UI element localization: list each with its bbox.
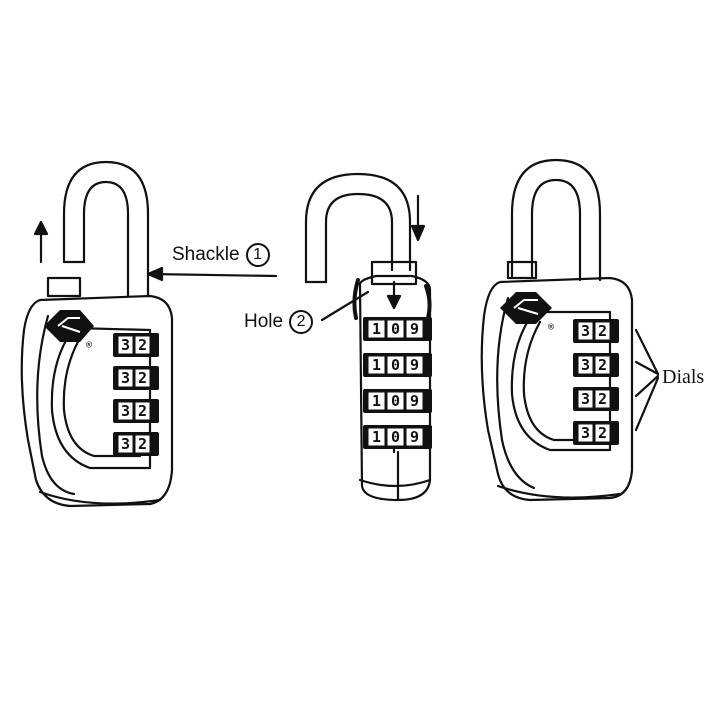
dial-digit: 2	[138, 369, 147, 387]
dial-digit: 9	[410, 356, 419, 374]
down-arrow-icon	[410, 194, 426, 242]
middle-lock	[304, 172, 432, 502]
dial-window	[594, 389, 611, 409]
hole-number-badge: 2	[289, 310, 314, 334]
dial-window	[117, 434, 134, 454]
right-lock-shackle	[510, 158, 602, 282]
dial-digit: 3	[121, 402, 130, 420]
registered-mark: ®	[548, 322, 555, 333]
dial-window	[117, 335, 134, 355]
dials-label: Dials	[662, 366, 705, 388]
dial-window	[577, 321, 594, 341]
dial-window	[405, 391, 424, 411]
right-lock-body	[480, 276, 634, 502]
dial-digit: 2	[598, 424, 607, 442]
dial-digit: 1	[372, 392, 381, 410]
dial-digit: 2	[138, 402, 147, 420]
shackle-number-badge: 1	[245, 243, 270, 267]
shackle-pointer-arrow	[146, 266, 278, 282]
dial-window	[577, 355, 594, 375]
dial-window	[134, 401, 151, 421]
dial-digit: 2	[138, 336, 147, 354]
middle-lock-body	[358, 274, 432, 502]
hole-pointer	[320, 290, 370, 322]
dial-digit: 1	[372, 320, 381, 338]
dial-window	[386, 391, 405, 411]
dial-digit: 3	[581, 390, 590, 408]
dial-window	[134, 368, 151, 388]
left-lock-shackle	[62, 160, 150, 298]
brand-logo-icon	[44, 310, 94, 342]
dial-window	[367, 319, 386, 339]
dial-window	[405, 319, 424, 339]
dial-digit: 3	[581, 356, 590, 374]
dial-window	[594, 321, 611, 341]
dial-digit: 2	[598, 390, 607, 408]
dial-digit: 0	[391, 320, 400, 338]
dial-window	[386, 355, 405, 375]
dial-digit: 9	[410, 320, 419, 338]
right-lock	[480, 158, 634, 502]
dial-digit: 3	[581, 424, 590, 442]
dial-window	[594, 355, 611, 375]
dial-digit: 1	[372, 428, 381, 446]
dial-window	[405, 355, 424, 375]
hole-label-text: Hole	[244, 311, 284, 333]
shackle-label-text: Shackle	[172, 244, 240, 266]
dial-digit: 2	[598, 356, 607, 374]
dial-digit: 0	[391, 356, 400, 374]
middle-lock-shackle	[304, 172, 412, 284]
dial-window	[405, 427, 424, 447]
dial-digit: 2	[138, 435, 147, 453]
dial-digit: 9	[410, 392, 419, 410]
dial-window	[367, 391, 386, 411]
dial-window	[134, 434, 151, 454]
dial-digit: 3	[121, 336, 130, 354]
dials-pointers	[634, 328, 660, 432]
dial-digit: 2	[598, 322, 607, 340]
dial-window	[594, 423, 611, 443]
dial-digit: 9	[410, 428, 419, 446]
dial-digit: 3	[121, 369, 130, 387]
dial-window	[117, 368, 134, 388]
dial-window	[134, 335, 151, 355]
dial-digit: 3	[581, 322, 590, 340]
dial-digit: 0	[391, 428, 400, 446]
dial-window	[386, 427, 405, 447]
dial-window	[577, 423, 594, 443]
dial-digit: 3	[121, 435, 130, 453]
dial-digit: 1	[372, 356, 381, 374]
dial-window	[367, 355, 386, 375]
registered-mark: ®	[86, 340, 93, 351]
up-arrow-icon	[33, 220, 49, 264]
dial-digit: 0	[391, 392, 400, 410]
left-lock	[20, 160, 174, 508]
dial-window	[386, 319, 405, 339]
dial-window	[577, 389, 594, 409]
dial-window	[367, 427, 386, 447]
left-lock-body	[20, 294, 174, 508]
dial-window	[117, 401, 134, 421]
brand-logo-icon	[500, 292, 552, 324]
